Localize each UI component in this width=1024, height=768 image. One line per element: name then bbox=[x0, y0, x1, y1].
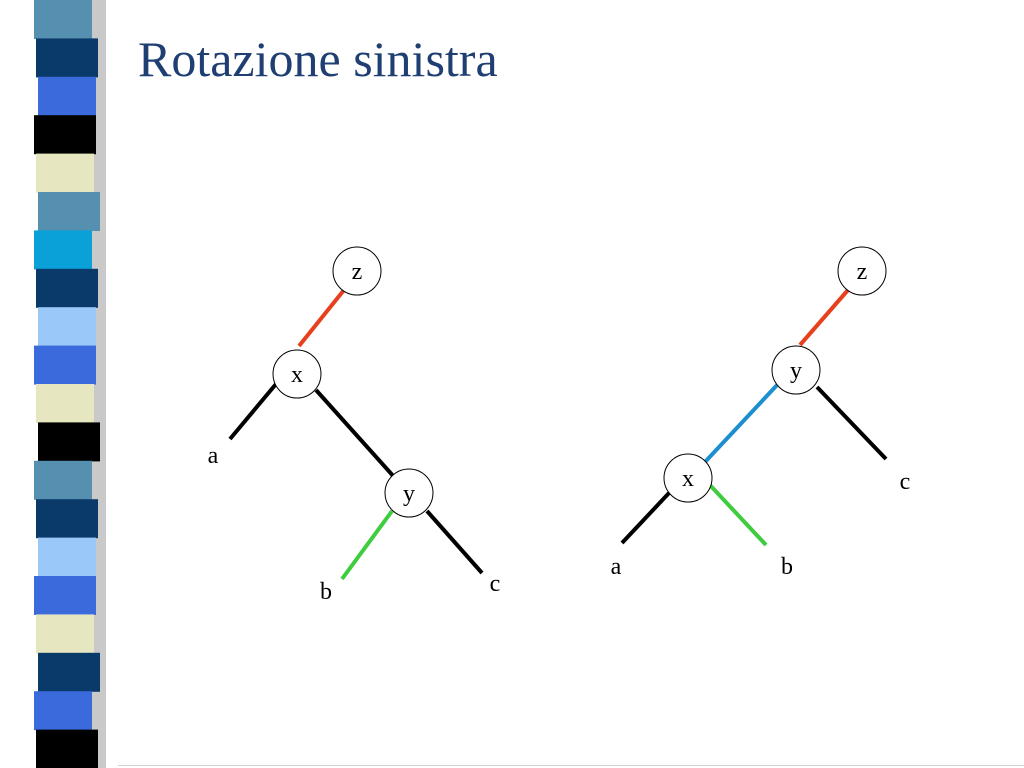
edge-z-x-before bbox=[297, 288, 346, 348]
slide-title: Rotazione sinistra bbox=[138, 31, 498, 87]
edge-x-b-after bbox=[706, 481, 768, 547]
stripe-segment bbox=[38, 76, 96, 116]
tree-after: z y x a b c bbox=[611, 246, 911, 580]
edge-x-a-after bbox=[620, 491, 671, 545]
stripe-segment bbox=[36, 38, 98, 78]
leaf-label-c-after: c bbox=[900, 469, 911, 495]
stripe-segment bbox=[34, 691, 92, 731]
stripe-segment bbox=[34, 230, 92, 270]
node-y-after: y bbox=[771, 345, 821, 395]
node-label: z bbox=[352, 259, 363, 285]
leaf-label-a-after: a bbox=[611, 554, 622, 580]
node-x-after: x bbox=[663, 453, 713, 503]
leaf-label-c-before: c bbox=[490, 571, 501, 597]
stripe-segment bbox=[36, 384, 94, 423]
tree-before: z x y a b c bbox=[208, 246, 501, 605]
decorative-stripe-band bbox=[34, 0, 106, 768]
node-label: y bbox=[403, 481, 415, 507]
node-label: z bbox=[857, 259, 868, 285]
stripe-segment bbox=[38, 652, 100, 692]
node-label: x bbox=[682, 466, 694, 492]
stripe-segment bbox=[38, 192, 100, 231]
edge-y-c-after bbox=[815, 385, 888, 461]
stripe-segment bbox=[36, 614, 94, 654]
node-x-before: x bbox=[272, 349, 322, 399]
stripe-segment bbox=[34, 0, 92, 39]
node-y-before: y bbox=[384, 468, 434, 518]
stripe-segment bbox=[34, 345, 96, 385]
stripe-segment bbox=[36, 268, 98, 308]
edge-y-b-before bbox=[340, 509, 394, 581]
bottom-divider bbox=[118, 765, 1024, 766]
stripe-segment bbox=[36, 499, 98, 539]
stripe-segment bbox=[34, 115, 96, 155]
stripe-segment bbox=[34, 576, 96, 615]
stripe-segment bbox=[38, 537, 96, 577]
node-label: y bbox=[790, 358, 802, 384]
edge-x-y-before bbox=[314, 388, 397, 480]
leaf-label-b-before: b bbox=[320, 579, 332, 605]
stripe-segment bbox=[36, 153, 94, 193]
stripe-segment bbox=[34, 460, 92, 500]
edge-y-x-after bbox=[703, 382, 780, 464]
node-z-before: z bbox=[332, 246, 382, 296]
stripe-segment bbox=[36, 729, 98, 768]
leaf-label-b-after: b bbox=[781, 554, 793, 580]
leaf-label-a-before: a bbox=[208, 443, 219, 469]
edge-x-a-before bbox=[228, 382, 278, 441]
stripe-segment bbox=[38, 307, 96, 347]
edge-y-c-before bbox=[425, 509, 484, 575]
node-z-after: z bbox=[837, 246, 887, 296]
edge-z-y-after bbox=[798, 288, 850, 347]
stripe-segment bbox=[38, 422, 100, 462]
node-label: x bbox=[291, 362, 303, 388]
